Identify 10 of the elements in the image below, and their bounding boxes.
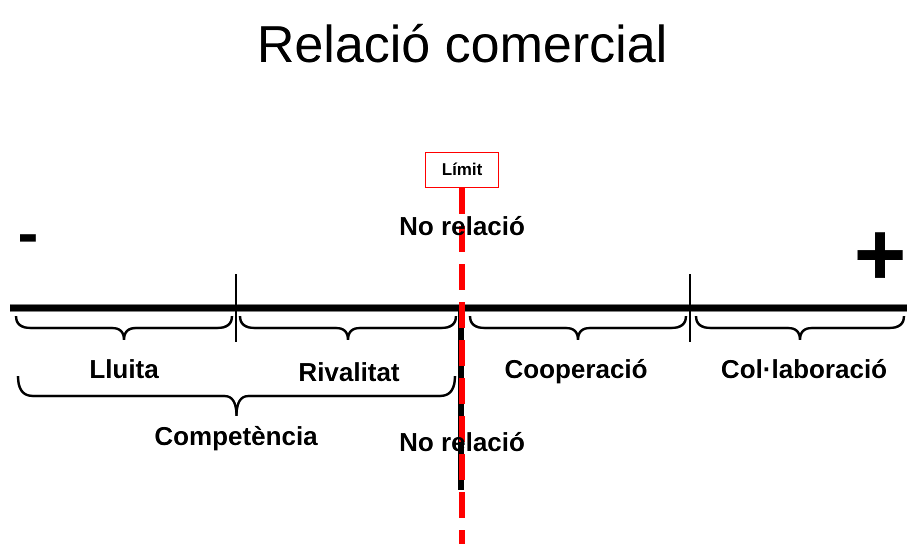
group-label: Competència [154, 423, 318, 449]
plus-sign: + [854, 210, 906, 300]
limit-box: Límit [425, 152, 499, 188]
minus-sign: - [18, 203, 38, 265]
title: Relació comercial [256, 19, 668, 71]
category-label: Rivalitat [298, 359, 400, 385]
category-label: Lluita [89, 356, 159, 382]
region-label: No relació [399, 213, 525, 239]
category-label: Col·laboració [720, 356, 888, 382]
category-label: Cooperació [504, 356, 648, 382]
